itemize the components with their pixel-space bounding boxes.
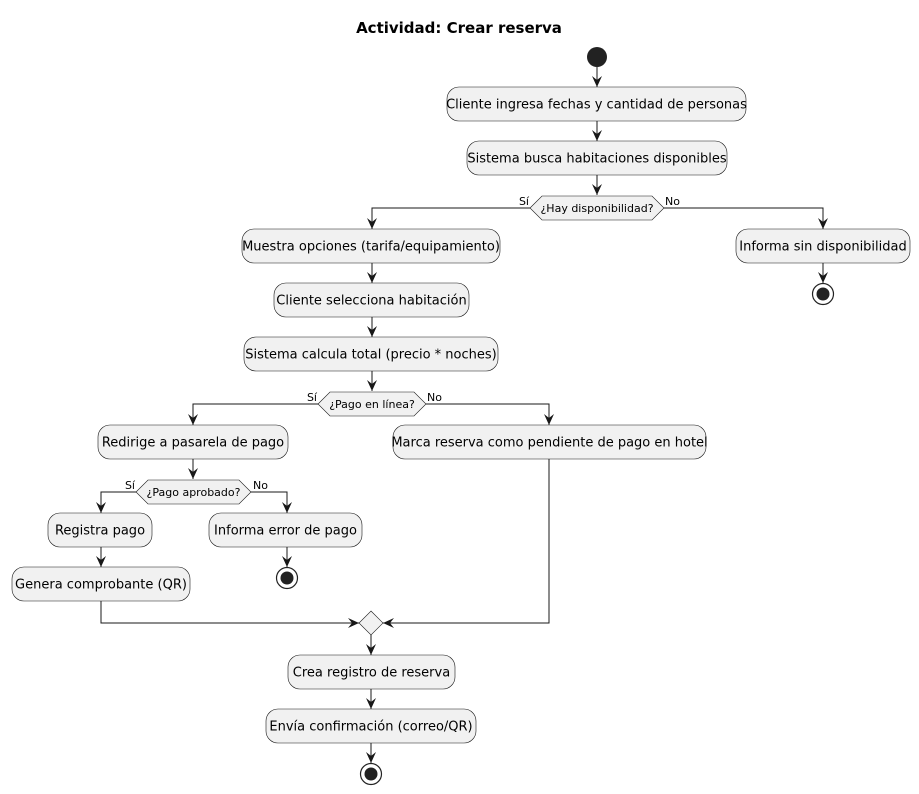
arrowhead xyxy=(188,414,198,425)
end-node-sin-disponibilidad xyxy=(811,282,835,306)
decision-pago-aprobado: ¿Pago aprobado? xyxy=(135,479,252,505)
arrowhead xyxy=(592,184,602,195)
activity-label: Informa error de pago xyxy=(214,524,357,539)
activity-sin-disponibilidad: Informa sin disponibilidad xyxy=(735,228,911,264)
activity-selecciona: Cliente selecciona habitación xyxy=(273,282,470,318)
edge-pendiente-merge xyxy=(383,459,550,624)
activity-busca: Sistema busca habitaciones disponibles xyxy=(466,140,728,176)
edge-decision-no xyxy=(664,207,824,229)
edge-aprobado-no xyxy=(251,491,288,513)
branch-label-yes: Sí xyxy=(307,391,318,404)
activity-label: Sistema calcula total (precio * noches) xyxy=(245,348,496,363)
end-node-error-pago xyxy=(275,566,299,590)
arrowhead xyxy=(96,502,106,513)
edge-pago-no xyxy=(426,403,550,425)
activity-label: Envía confirmación (correo/QR) xyxy=(269,720,472,735)
arrowhead xyxy=(544,414,554,425)
activity-label: Cliente ingresa fechas y cantidad de per… xyxy=(446,98,747,113)
arrowhead xyxy=(367,380,377,391)
arrowhead xyxy=(188,468,198,479)
activity-label: Informa sin disponibilidad xyxy=(739,240,907,255)
diagram-title: Actividad: Crear reserva xyxy=(356,19,562,37)
activity-opciones: Muestra opciones (tarifa/equipamiento) xyxy=(241,228,501,264)
activity-envia: Envía confirmación (correo/QR) xyxy=(265,708,477,744)
activity-crea: Crea registro de reserva xyxy=(287,654,456,690)
activity-label: Genera comprobante (QR) xyxy=(15,578,187,593)
activity-label: Sistema busca habitaciones disponibles xyxy=(467,152,727,167)
activity-label: Muestra opciones (tarifa/equipamiento) xyxy=(242,240,500,255)
end-node-final xyxy=(359,762,383,786)
edge-decision-yes xyxy=(371,207,530,229)
edge-comprobante-merge xyxy=(100,601,359,624)
arrowhead xyxy=(383,618,394,628)
start-node xyxy=(587,47,607,67)
arrowhead xyxy=(818,218,828,229)
arrowhead xyxy=(96,556,106,567)
branch-label-no: No xyxy=(665,195,680,208)
arrowhead xyxy=(592,76,602,87)
branch-label-yes: Sí xyxy=(519,195,530,208)
decision-label: ¿Pago en línea? xyxy=(329,398,415,411)
arrowhead xyxy=(818,272,828,283)
decision-label: ¿Hay disponibilidad? xyxy=(540,202,653,215)
arrowhead xyxy=(367,218,377,229)
arrowhead xyxy=(366,752,376,763)
decision-label: ¿Pago aprobado? xyxy=(147,486,241,499)
arrowhead xyxy=(366,698,376,709)
activity-label: Registra pago xyxy=(55,524,145,539)
merge-node xyxy=(358,610,384,636)
activity-calcula: Sistema calcula total (precio * noches) xyxy=(243,336,499,372)
activity-label: Redirige a pasarela de pago xyxy=(102,436,284,451)
branch-label-yes: Sí xyxy=(125,479,136,492)
branch-label-no: No xyxy=(253,479,268,492)
edge-aprobado-yes xyxy=(100,491,136,513)
activity-error: Informa error de pago xyxy=(208,512,363,548)
arrowhead xyxy=(348,618,359,628)
edge-pago-yes xyxy=(192,403,318,425)
activity-ingresa: Cliente ingresa fechas y cantidad de per… xyxy=(446,86,747,122)
arrowhead xyxy=(282,502,292,513)
activity-label: Marca reserva como pendiente de pago en … xyxy=(391,436,707,451)
branch-label-no: No xyxy=(427,391,442,404)
activity-registra: Registra pago xyxy=(47,512,153,548)
arrowhead xyxy=(592,130,602,141)
arrowhead xyxy=(366,644,376,655)
decision-pago-linea: ¿Pago en línea? xyxy=(317,391,427,417)
activity-label: Cliente selecciona habitación xyxy=(276,294,466,309)
activity-pasarela: Redirige a pasarela de pago xyxy=(97,424,289,460)
arrowhead xyxy=(367,272,377,283)
arrowheads xyxy=(96,76,828,763)
arrowhead xyxy=(367,326,377,337)
decision-disponibilidad: ¿Hay disponibilidad? xyxy=(529,195,665,221)
activity-pendiente: Marca reserva como pendiente de pago en … xyxy=(391,424,708,460)
arrowhead xyxy=(282,556,292,567)
activity-comprobante: Genera comprobante (QR) xyxy=(11,566,191,602)
activity-label: Crea registro de reserva xyxy=(293,666,450,681)
